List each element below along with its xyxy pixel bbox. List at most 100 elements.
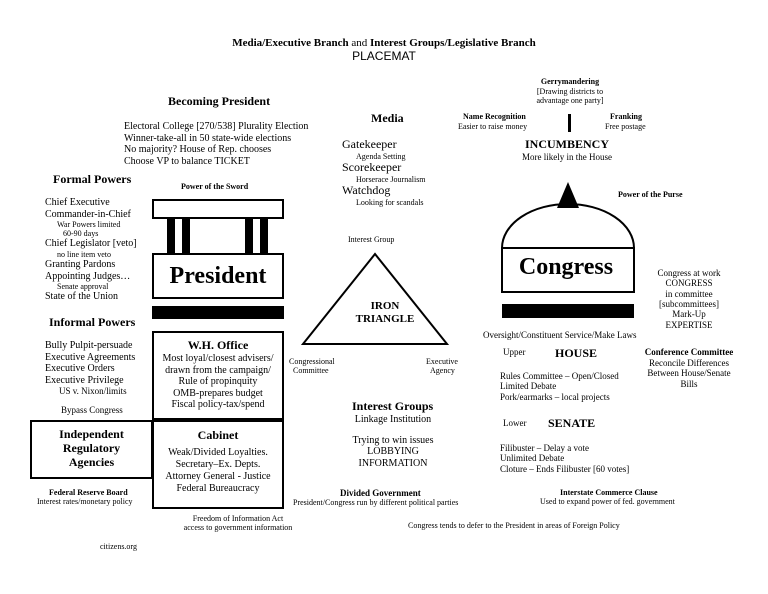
triangle-right-line: Agency bbox=[430, 366, 455, 376]
gerrymandering-text: [Drawing districts to advantage one part… bbox=[510, 87, 630, 105]
becoming-president-list: Electoral College [270/538] Plurality El… bbox=[124, 121, 308, 167]
informal-power-item: Bully Pulpit-persuade bbox=[45, 340, 133, 351]
formal-power-subitem: no line item veto bbox=[57, 249, 111, 259]
house-list: Rules Committee – Open/Closed Limited De… bbox=[500, 371, 619, 402]
becoming-president-heading: Becoming President bbox=[168, 94, 271, 108]
conference-committee-line: Between House/Senate bbox=[647, 368, 731, 379]
house-chamber-label: Upper bbox=[503, 347, 526, 357]
wh-office-heading: W.H. Office bbox=[187, 338, 249, 352]
gerrymandering-line: [Drawing districts to bbox=[536, 87, 604, 96]
informal-powers-list: Bully Pulpit-persuade Executive Agreemen… bbox=[45, 340, 135, 396]
becoming-president-line: Electoral College [270/538] Plurality El… bbox=[124, 121, 309, 132]
president-base bbox=[152, 306, 284, 319]
formal-power-subitem: 60-90 days bbox=[63, 229, 99, 239]
formal-powers-heading: Formal Powers bbox=[53, 172, 132, 186]
cabinet-line: Federal Bureaucracy bbox=[176, 483, 260, 494]
becoming-president-line: Winner-take-all in 50 state-wide electio… bbox=[124, 132, 292, 144]
cabinet-line: Secretary–Ex. Depts. bbox=[175, 459, 261, 470]
name-recognition-text: Easier to raise money bbox=[458, 122, 528, 131]
foia-line: access to government information bbox=[183, 523, 293, 533]
media-list: Gatekeeper Agenda Setting Scorekeeper Ho… bbox=[342, 137, 426, 207]
becoming-president-line: Choose VP to balance TICKET bbox=[124, 155, 250, 167]
senate-line: Cloture – Ends Filibuster [60 votes] bbox=[500, 463, 630, 474]
interest-groups-line: LOBBYING bbox=[367, 446, 419, 457]
interest-groups-list: Linkage Institution Trying to win issues… bbox=[328, 414, 458, 469]
triangle-right-label: Executive Agency bbox=[426, 357, 458, 375]
divided-government-text: President/Congress run by different poli… bbox=[293, 498, 459, 507]
senate-chamber-label: Lower bbox=[503, 418, 527, 428]
gerrymandering-heading: Gerrymandering bbox=[540, 77, 600, 86]
congress-roles: Oversight/Constituent Service/Make Laws bbox=[483, 330, 637, 340]
informal-powers-heading: Informal Powers bbox=[49, 315, 136, 329]
capitol-spire bbox=[557, 182, 579, 208]
independent-agencies-box: Independent Regulatory Agencies bbox=[30, 420, 153, 479]
formal-power-item: Chief Legislator [veto] bbox=[45, 238, 137, 250]
triangle-right-line: Executive bbox=[426, 357, 458, 366]
iron-triangle-line: IRON bbox=[370, 300, 400, 312]
page-title: Media/Executive Branch and Interest Grou… bbox=[0, 37, 768, 50]
title-part-legislative: Interest Groups/Legislative Branch bbox=[369, 37, 536, 49]
wh-office-box: W.H. Office Most loyal/closest advisers/… bbox=[152, 331, 284, 420]
capitol-dome bbox=[501, 203, 635, 249]
interest-groups-line: INFORMATION bbox=[358, 457, 428, 469]
iron-triangle-label: IRON TRIANGLE bbox=[330, 300, 440, 325]
interest-groups-line: Linkage Institution bbox=[354, 414, 432, 425]
triangle-left-line: Committee bbox=[293, 366, 329, 376]
becoming-president-line: No majority? House of Rep. chooses bbox=[124, 144, 272, 155]
media-item: Scorekeeper bbox=[342, 159, 402, 174]
congress-at-work-line: EXPERTISE bbox=[665, 319, 713, 330]
formal-power-item: Appointing Judges… bbox=[45, 270, 131, 282]
cabinet-line: Attorney General - Justice bbox=[165, 471, 271, 482]
congress-at-work-line: [subcommittees] bbox=[659, 299, 719, 310]
title-part-executive: Media/Executive Branch bbox=[232, 37, 349, 49]
congress-at-work-line: CONGRESS bbox=[665, 278, 713, 289]
congress-label: Congress bbox=[518, 254, 614, 280]
interest-groups-spacer bbox=[328, 426, 458, 435]
incumbency-divider bbox=[568, 114, 571, 132]
iron-triangle-shape bbox=[300, 252, 450, 345]
foreign-policy-note: Congress tends to defer to the President… bbox=[408, 521, 620, 530]
foia-line: Freedom of Information Act bbox=[192, 514, 284, 523]
house-heading: HOUSE bbox=[555, 346, 598, 360]
incumbency-heading: INCUMBENCY bbox=[525, 137, 609, 151]
interstate-commerce-heading: Interstate Commerce Clause bbox=[560, 488, 658, 497]
formal-power-subitem: War Powers limited bbox=[57, 220, 121, 229]
informal-power-item: Executive Agreements bbox=[45, 351, 136, 363]
senate-line: Unlimited Debate bbox=[500, 453, 565, 464]
triangle-left-line: Congressional bbox=[289, 357, 335, 366]
cabinet-box: Cabinet Weak/Divided Loyalties. Secretar… bbox=[152, 420, 284, 509]
congress-at-work: Congress at work CONGRESS in committee [… bbox=[644, 268, 734, 330]
title-conjunction: and bbox=[348, 37, 370, 49]
source-credit: citizens.org bbox=[100, 542, 137, 551]
wh-office-line: drawn from the campaign/ bbox=[165, 364, 271, 376]
formal-power-item: Chief Executive bbox=[45, 197, 110, 208]
conference-committee-heading: Conference Committee bbox=[644, 347, 734, 357]
gerrymandering-line: advantage one party] bbox=[536, 96, 604, 106]
media-subitem: Looking for scandals bbox=[356, 197, 424, 207]
president-column bbox=[182, 219, 190, 253]
franking-heading: Franking bbox=[610, 112, 643, 121]
name-recognition-heading: Name Recognition bbox=[463, 112, 526, 121]
page-subtitle: PLACEMAT bbox=[352, 49, 416, 63]
conference-committee-text: Reconcile Differences Between House/Sena… bbox=[636, 358, 742, 389]
formal-power-item: Granting Pardons bbox=[45, 259, 116, 271]
triangle-left-label: Congressional Committee bbox=[289, 357, 335, 375]
federal-reserve-heading: Federal Reserve Board bbox=[49, 488, 128, 497]
independent-agencies-line: Independent bbox=[59, 427, 124, 441]
conference-committee-line: Reconcile Differences bbox=[648, 358, 730, 368]
president-column bbox=[260, 219, 268, 253]
independent-agencies-label: Independent Regulatory Agencies bbox=[32, 427, 151, 469]
incumbency-text: More likely in the House bbox=[522, 152, 612, 162]
media-subitem: Horserace Journalism bbox=[356, 174, 426, 184]
wh-office-line: OMB-prepares budget bbox=[173, 387, 263, 399]
formal-power-subitem: Senate approval bbox=[57, 282, 109, 292]
wh-office-list: Most loyal/closest advisers/ drawn from … bbox=[154, 353, 282, 411]
president-label: President bbox=[169, 262, 267, 289]
iron-triangle-line: TRIANGLE bbox=[355, 312, 415, 325]
independent-agencies-line: Agencies bbox=[68, 454, 115, 469]
house-line: Rules Committee – Open/Closed bbox=[500, 371, 619, 381]
wh-office-line: Most loyal/closest advisers/ bbox=[162, 353, 274, 364]
media-item: Watchdog bbox=[342, 182, 391, 197]
capitol-base bbox=[502, 304, 634, 318]
formal-power-item: Commander-in-Chief bbox=[45, 208, 131, 220]
